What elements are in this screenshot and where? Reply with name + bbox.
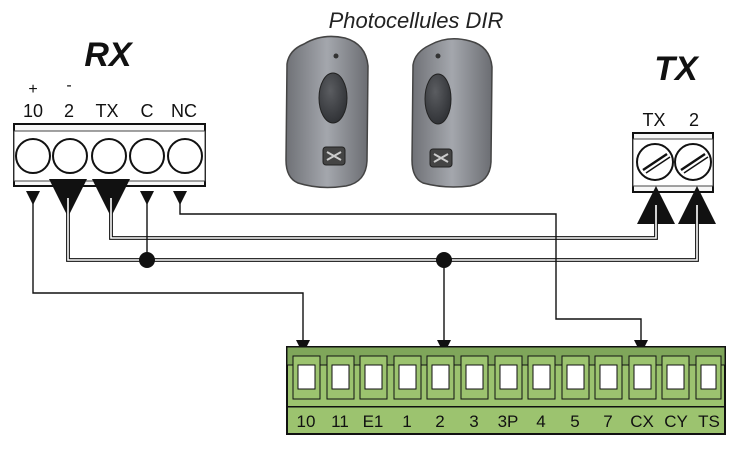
wire-junction-left bbox=[139, 252, 155, 268]
board-label-3: 3 bbox=[469, 412, 478, 431]
rx-terminal-10-label: 10 bbox=[23, 101, 43, 121]
rx-screw-nc bbox=[167, 138, 203, 174]
rx-title: RX bbox=[84, 36, 134, 74]
rx-terminal-block bbox=[13, 123, 206, 187]
board-label-10: 10 bbox=[297, 412, 316, 431]
board-label-3p: 3P bbox=[498, 412, 519, 431]
board-label-11: 11 bbox=[331, 412, 349, 431]
tx-terminal-2-label: 2 bbox=[689, 110, 699, 130]
photocell-title: Photocellules DIR bbox=[329, 8, 504, 33]
wiring-paths bbox=[26, 179, 716, 354]
rx-screw-10 bbox=[15, 138, 51, 174]
rx-terminal-tx-label: TX bbox=[95, 101, 118, 121]
board-slots bbox=[292, 355, 722, 400]
rx-terminal-c-label: C bbox=[141, 101, 154, 121]
tx-terminal-block bbox=[632, 132, 714, 193]
rx-screw-2 bbox=[52, 138, 88, 174]
control-board: 10 11 E1 1 2 3 3P 4 5 7 CX CY TS bbox=[286, 346, 726, 435]
board-label-ts: TS bbox=[698, 412, 720, 431]
board-label-cy: CY bbox=[664, 412, 688, 431]
photocell-device-right bbox=[411, 38, 493, 188]
rx-terminal-2-label: 2 bbox=[64, 101, 74, 121]
rx-screw-tx bbox=[91, 138, 127, 174]
board-label-1: 1 bbox=[402, 412, 411, 431]
tx-title: TX bbox=[654, 50, 700, 88]
board-label-5: 5 bbox=[570, 412, 579, 431]
rx-terminal-nc-label: NC bbox=[171, 101, 197, 121]
rx-screw-c bbox=[129, 138, 165, 174]
board-label-4: 4 bbox=[536, 412, 545, 431]
rx-minus-label: - bbox=[66, 77, 71, 94]
wire-junction-right bbox=[436, 252, 452, 268]
photocell-device-left bbox=[285, 35, 369, 189]
board-label-2: 2 bbox=[435, 412, 444, 431]
rx-plus-label: + bbox=[28, 81, 37, 98]
board-label-e1: E1 bbox=[363, 412, 384, 431]
board-label-7: 7 bbox=[603, 412, 612, 431]
board-label-cx: CX bbox=[630, 412, 654, 431]
tx-terminal-tx-label: TX bbox=[642, 110, 665, 130]
